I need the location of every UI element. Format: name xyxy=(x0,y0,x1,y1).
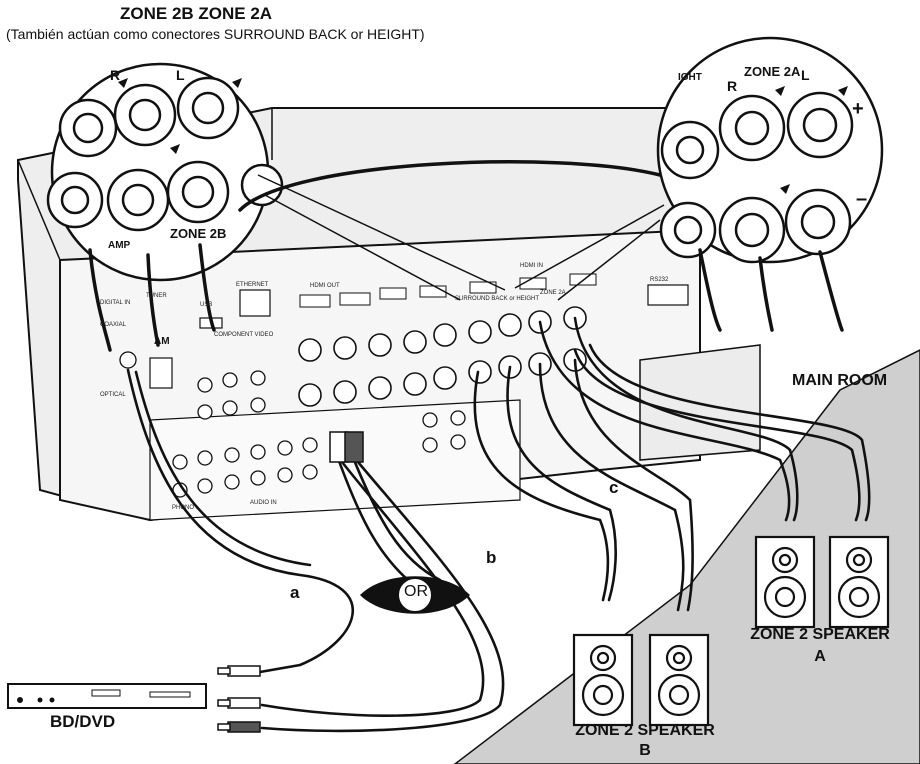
speaker-wires xyxy=(473,316,871,612)
zone2-speaker-b-letter: B xyxy=(639,742,651,759)
zone2-speaker-b-label: ZONE 2 SPEAKER xyxy=(575,722,715,739)
panel-usb-label: USB xyxy=(200,302,213,308)
panel-optical-label: OPTICAL xyxy=(100,392,126,398)
panel-component-video-label: COMPONENT VIDEO xyxy=(214,332,274,338)
inset-zone2b-label: ZONE 2B xyxy=(170,226,227,241)
inset-right-r-label: R xyxy=(727,78,738,94)
panel-rs232-label: RS232 xyxy=(650,277,669,283)
inset-zone2a-label: ZONE 2A xyxy=(744,64,801,79)
panel-audio-in-label: AUDIO IN xyxy=(250,500,277,506)
speaker-terminals xyxy=(298,306,587,407)
inset-minus-label: – xyxy=(856,188,868,210)
panel-ethernet-label: ETHERNET xyxy=(236,282,269,288)
source-cables xyxy=(126,368,505,733)
main-room-floor xyxy=(453,349,920,764)
inset-right-l-label: L xyxy=(801,67,810,83)
or-label: OR xyxy=(404,583,428,600)
am-antenna-terminal xyxy=(149,357,173,389)
zone2-speaker-a xyxy=(754,535,890,629)
hdmi-port xyxy=(469,281,497,294)
rs232-port xyxy=(647,284,689,306)
cable-c-label: c xyxy=(609,478,619,497)
panel-coaxial-label: COAXIAL xyxy=(100,322,127,328)
panel-zone2a-label: ZONE 2A xyxy=(540,290,566,296)
rca-jacks xyxy=(119,351,466,498)
panel-am-label: AM xyxy=(154,336,170,347)
zone2a-inset xyxy=(656,36,884,264)
or-badge xyxy=(360,576,470,614)
zone2-speaker-a-label: ZONE 2 SPEAKER xyxy=(750,626,890,643)
inset-left-l-label: L xyxy=(176,67,185,83)
hdmi-port xyxy=(299,294,331,308)
panel-hdmi-in-label: HDMI IN xyxy=(520,263,543,269)
inset-left-r-label: R xyxy=(110,67,121,83)
zone2-speaker-a-letter: A xyxy=(814,648,826,665)
panel-surround-back-label: SURROUND BACK or HEIGHT xyxy=(455,296,540,302)
zone2-speaker-b xyxy=(572,633,710,727)
rca-plugs xyxy=(217,431,364,733)
inset-cables xyxy=(88,160,844,352)
panel-phono-label: PHONO xyxy=(172,505,195,511)
bd-dvd-label: BD/DVD xyxy=(50,712,116,731)
diagram-subtitle: (También actúan como conectores SURROUND… xyxy=(6,26,425,42)
hdmi-port xyxy=(339,292,371,306)
panel-hdmi-out-label: HDMI OUT xyxy=(310,283,340,289)
main-room-label: MAIN ROOM xyxy=(792,372,888,389)
hdmi-port xyxy=(379,287,407,300)
zone2b-inset xyxy=(46,62,284,282)
panel-tuner-label: TUNER xyxy=(146,293,167,299)
ethernet-port xyxy=(239,289,271,317)
panel-digital-in-label: DIGITAL IN xyxy=(100,300,131,306)
hdmi-port xyxy=(419,285,447,298)
inset-plus-label: + xyxy=(852,98,864,120)
inset-amp-label: AMP xyxy=(108,240,131,251)
cable-a-label: a xyxy=(290,583,300,602)
bd-dvd-player xyxy=(7,683,207,709)
cable-b-label: b xyxy=(486,548,497,567)
diagram-title: ZONE 2B ZONE 2A xyxy=(120,4,273,23)
inset-height-label: IGHT xyxy=(678,72,702,83)
